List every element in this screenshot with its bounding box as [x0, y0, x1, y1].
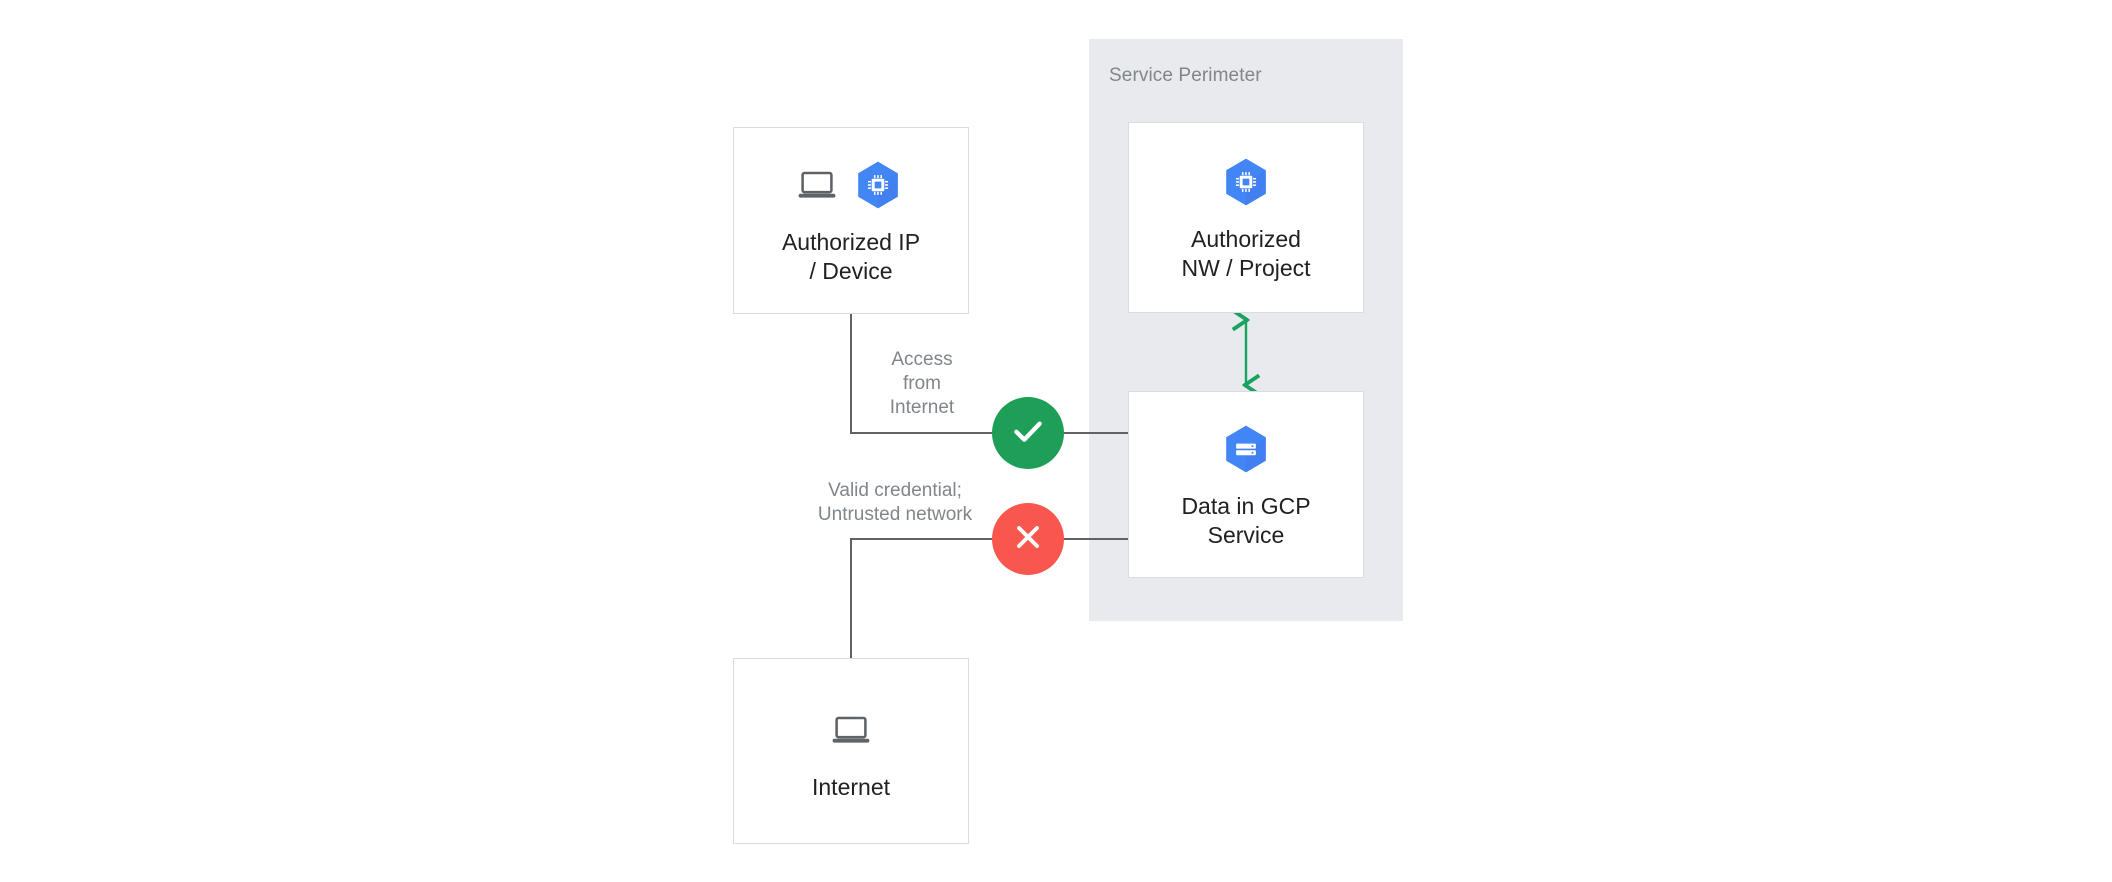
node-authorized-nw-project[interactable]: Authorized NW / Project [1128, 122, 1364, 313]
edge-label-valid-credential-untrusted-network: Valid credential; Untrusted network [817, 480, 973, 525]
status-badge-denied[interactable] [992, 503, 1064, 575]
edge-label-access-from-internet: Access from Internet [889, 349, 955, 418]
node-data-in-gcp-service[interactable]: Data in GCP Service [1128, 391, 1364, 578]
gcp-compute-hexagon-icon [851, 158, 905, 212]
node-icon-group [1219, 153, 1273, 211]
check-icon [1008, 411, 1048, 456]
node-icon-group [797, 156, 905, 214]
status-badge-allowed[interactable] [992, 397, 1064, 469]
node-label-authorized-nw-project: Authorized NW / Project [1181, 225, 1311, 281]
node-label-internet: Internet [812, 773, 890, 800]
gcp-compute-hexagon-icon [1219, 155, 1273, 209]
close-icon [1010, 519, 1046, 560]
node-internet[interactable]: Internet [733, 658, 969, 844]
service-perimeter-label: Service Perimeter [1109, 65, 1262, 86]
node-authorized-ip-device[interactable]: Authorized IP / Device [733, 127, 969, 314]
node-label-data-in-gcp-service: Data in GCP Service [1181, 492, 1311, 548]
node-label-authorized-ip-device: Authorized IP / Device [781, 228, 921, 284]
edge-denied-access [850, 538, 1128, 658]
node-icon-group [1219, 420, 1273, 478]
node-icon-group [831, 701, 871, 759]
laptop-icon [831, 714, 871, 746]
laptop-icon [797, 169, 837, 201]
gcp-storage-hexagon-icon [1219, 422, 1273, 476]
